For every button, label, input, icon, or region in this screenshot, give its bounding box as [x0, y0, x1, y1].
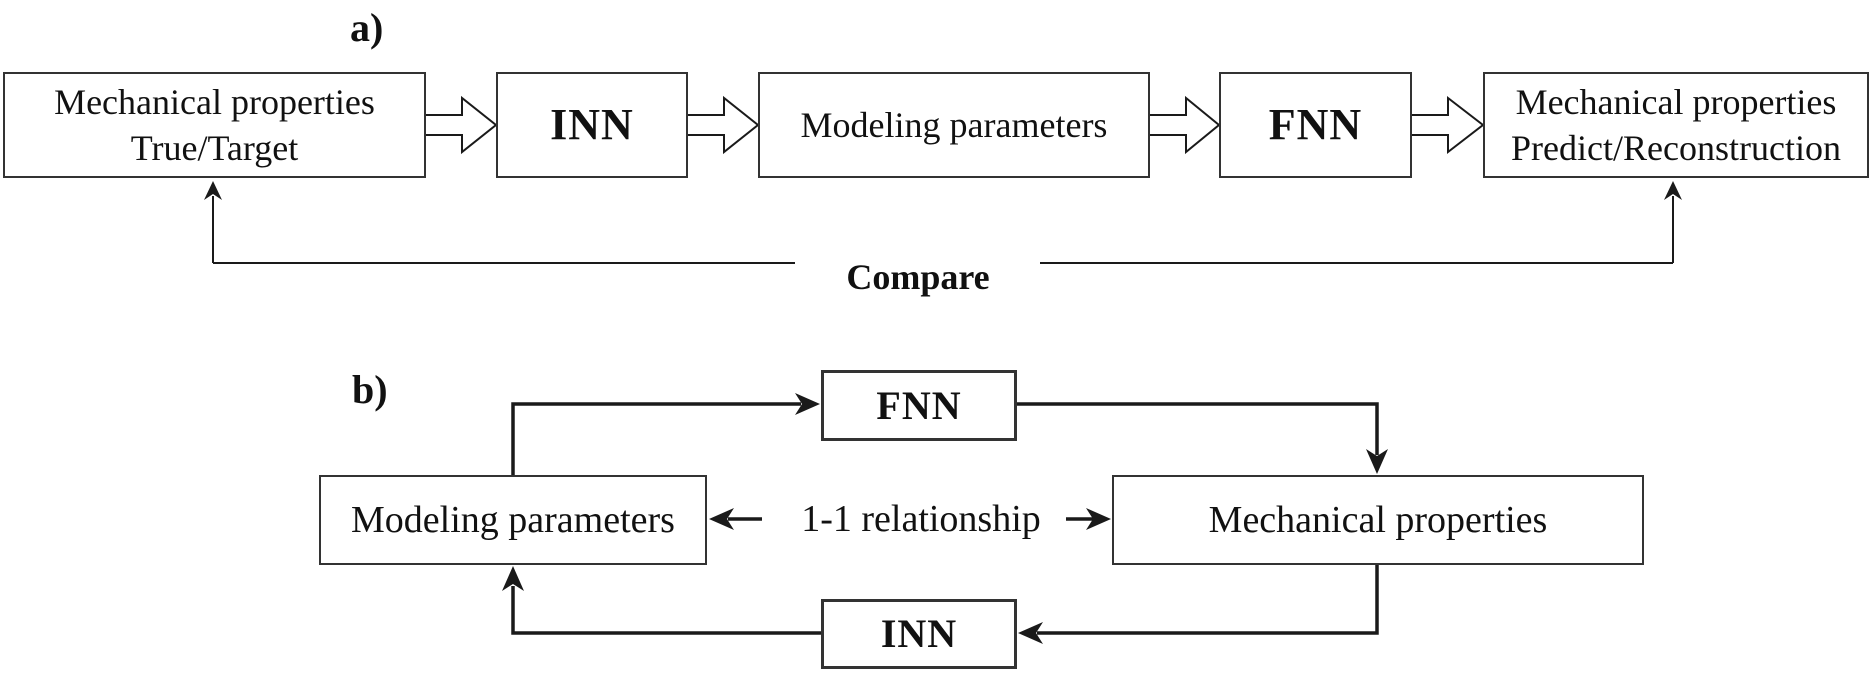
arrow-true-to-inn — [424, 95, 498, 155]
panel-a-label: a) — [350, 5, 384, 50]
compare-label: Compare — [846, 257, 990, 297]
box-fnn-b: FNN — [821, 370, 1017, 441]
box-mechanical-properties-predict: Mechanical properties Predict/Reconstruc… — [1483, 72, 1869, 178]
connector-modeling-to-fnn-b — [511, 393, 820, 475]
box-text-line: Mechanical properties — [54, 81, 375, 122]
box-modeling-parameters-b: Modeling parameters — [319, 475, 707, 565]
compare-arrow-right — [1664, 181, 1682, 263]
compare-arrow-left — [204, 181, 222, 263]
box-text-line: FNN — [1268, 99, 1363, 149]
box-mechanical-properties-true: Mechanical properties True/Target — [3, 72, 426, 178]
box-text-line: Modeling parameters — [800, 104, 1108, 145]
box-mechanical-properties-b: Mechanical properties — [1112, 475, 1644, 565]
box-text-line: Predict/Reconstruction — [1511, 128, 1841, 168]
arrow-fnn-to-predict — [1410, 95, 1485, 155]
connector-inn-to-modeling-b — [502, 566, 821, 635]
box-text-line: INN — [880, 611, 958, 657]
box-text-line: True/Target — [130, 128, 299, 168]
box-inn-b: INN — [821, 599, 1017, 669]
box-fnn-a: FNN — [1219, 72, 1412, 178]
box-modeling-parameters-a: Modeling parameters — [758, 72, 1150, 178]
box-text-line: FNN — [876, 382, 962, 428]
panel-b-label: b) — [352, 367, 388, 412]
box-text-line: Modeling parameters — [351, 498, 675, 541]
arrow-relationship-right — [1066, 508, 1111, 530]
arrow-relationship-left — [709, 508, 762, 530]
connector-fnn-to-mechanical-b — [1016, 402, 1388, 474]
connector-mechanical-to-inn-b — [1018, 565, 1379, 644]
box-text-line: INN — [550, 99, 634, 149]
box-inn-a: INN — [496, 72, 688, 178]
relationship-label: 1-1 relationship — [801, 498, 1041, 540]
box-text-line: Mechanical properties — [1208, 498, 1548, 541]
box-text-line: Mechanical properties — [1515, 81, 1837, 122]
arrow-inn-to-modeling — [686, 95, 760, 155]
arrow-modeling-to-fnn — [1148, 95, 1221, 155]
